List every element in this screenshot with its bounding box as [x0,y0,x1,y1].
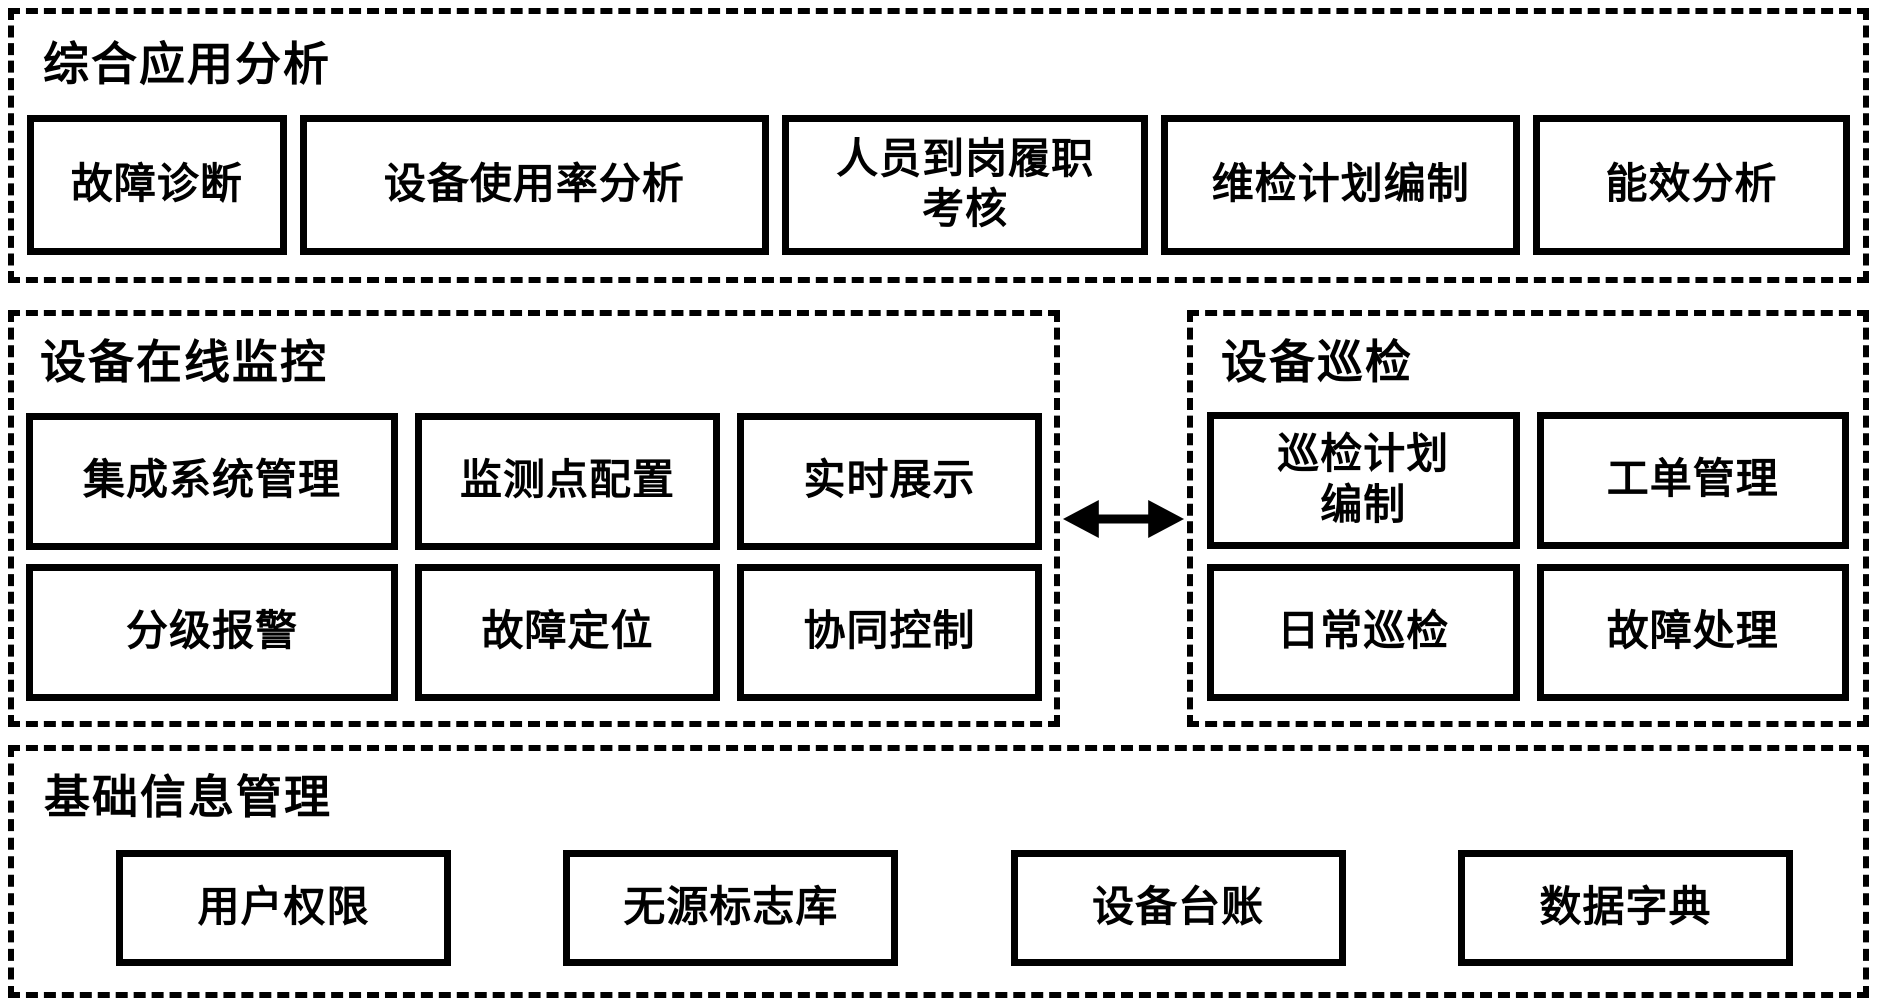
box-fault-location: 故障定位 [415,564,721,701]
section-equipment-online-monitoring: 设备在线监控 集成系统管理 监测点配置 实时展示 分级报警 故障定位 协同控制 [8,310,1060,727]
box-integrated-system-management: 集成系统管理 [26,413,399,550]
box-daily-inspection: 日常巡检 [1207,564,1520,701]
inspection-box-grid: 巡检计划 编制 工单管理 日常巡检 故障处理 [1207,412,1849,701]
box-passive-tag-library: 无源标志库 [563,850,899,966]
section-comprehensive-application-analysis: 综合应用分析 故障诊断 设备使用率分析 人员到岗履职 考核 维检计划编制 能效分… [8,8,1869,283]
middle-row: 设备在线监控 集成系统管理 监测点配置 实时展示 分级报警 故障定位 协同控制 … [8,310,1869,727]
monitoring-box-grid: 集成系统管理 监测点配置 实时展示 分级报警 故障定位 协同控制 [26,413,1042,701]
box-equipment-ledger: 设备台账 [1010,850,1346,966]
box-inspection-plan-preparation: 巡检计划 编制 [1207,412,1520,549]
box-equipment-utilization-analysis: 设备使用率分析 [299,115,769,255]
section-title-monitoring: 设备在线监控 [40,337,328,388]
box-personnel-duty-assessment: 人员到岗履职 考核 [781,115,1149,255]
basic-box-row: 用户权限 无源标志库 设备台账 数据字典 [116,850,1793,966]
box-hierarchical-alarm: 分级报警 [26,564,399,701]
section-title-inspection: 设备巡检 [1221,337,1413,388]
box-maintenance-inspection-plan: 维检计划编制 [1161,115,1521,255]
double-headed-arrow-icon [1062,499,1185,538]
box-monitoring-point-configuration: 监测点配置 [415,413,721,550]
section-title-basic: 基础信息管理 [44,772,332,823]
box-collaborative-control: 协同控制 [737,564,1042,701]
box-work-order-management: 工单管理 [1536,412,1849,549]
analysis-box-row: 故障诊断 设备使用率分析 人员到岗履职 考核 维检计划编制 能效分析 [27,115,1850,255]
box-energy-efficiency-analysis: 能效分析 [1533,115,1850,255]
box-realtime-display: 实时展示 [737,413,1042,550]
section-equipment-inspection: 设备巡检 巡检计划 编制 工单管理 日常巡检 故障处理 [1187,310,1869,727]
box-user-permissions: 用户权限 [116,850,451,966]
section-basic-information-management: 基础信息管理 用户权限 无源标志库 设备台账 数据字典 [8,745,1869,998]
box-fault-handling: 故障处理 [1536,564,1849,701]
box-fault-diagnosis: 故障诊断 [27,115,287,255]
connector-area [1060,310,1187,727]
box-data-dictionary: 数据字典 [1457,850,1793,966]
section-title-analysis: 综合应用分析 [43,39,331,90]
